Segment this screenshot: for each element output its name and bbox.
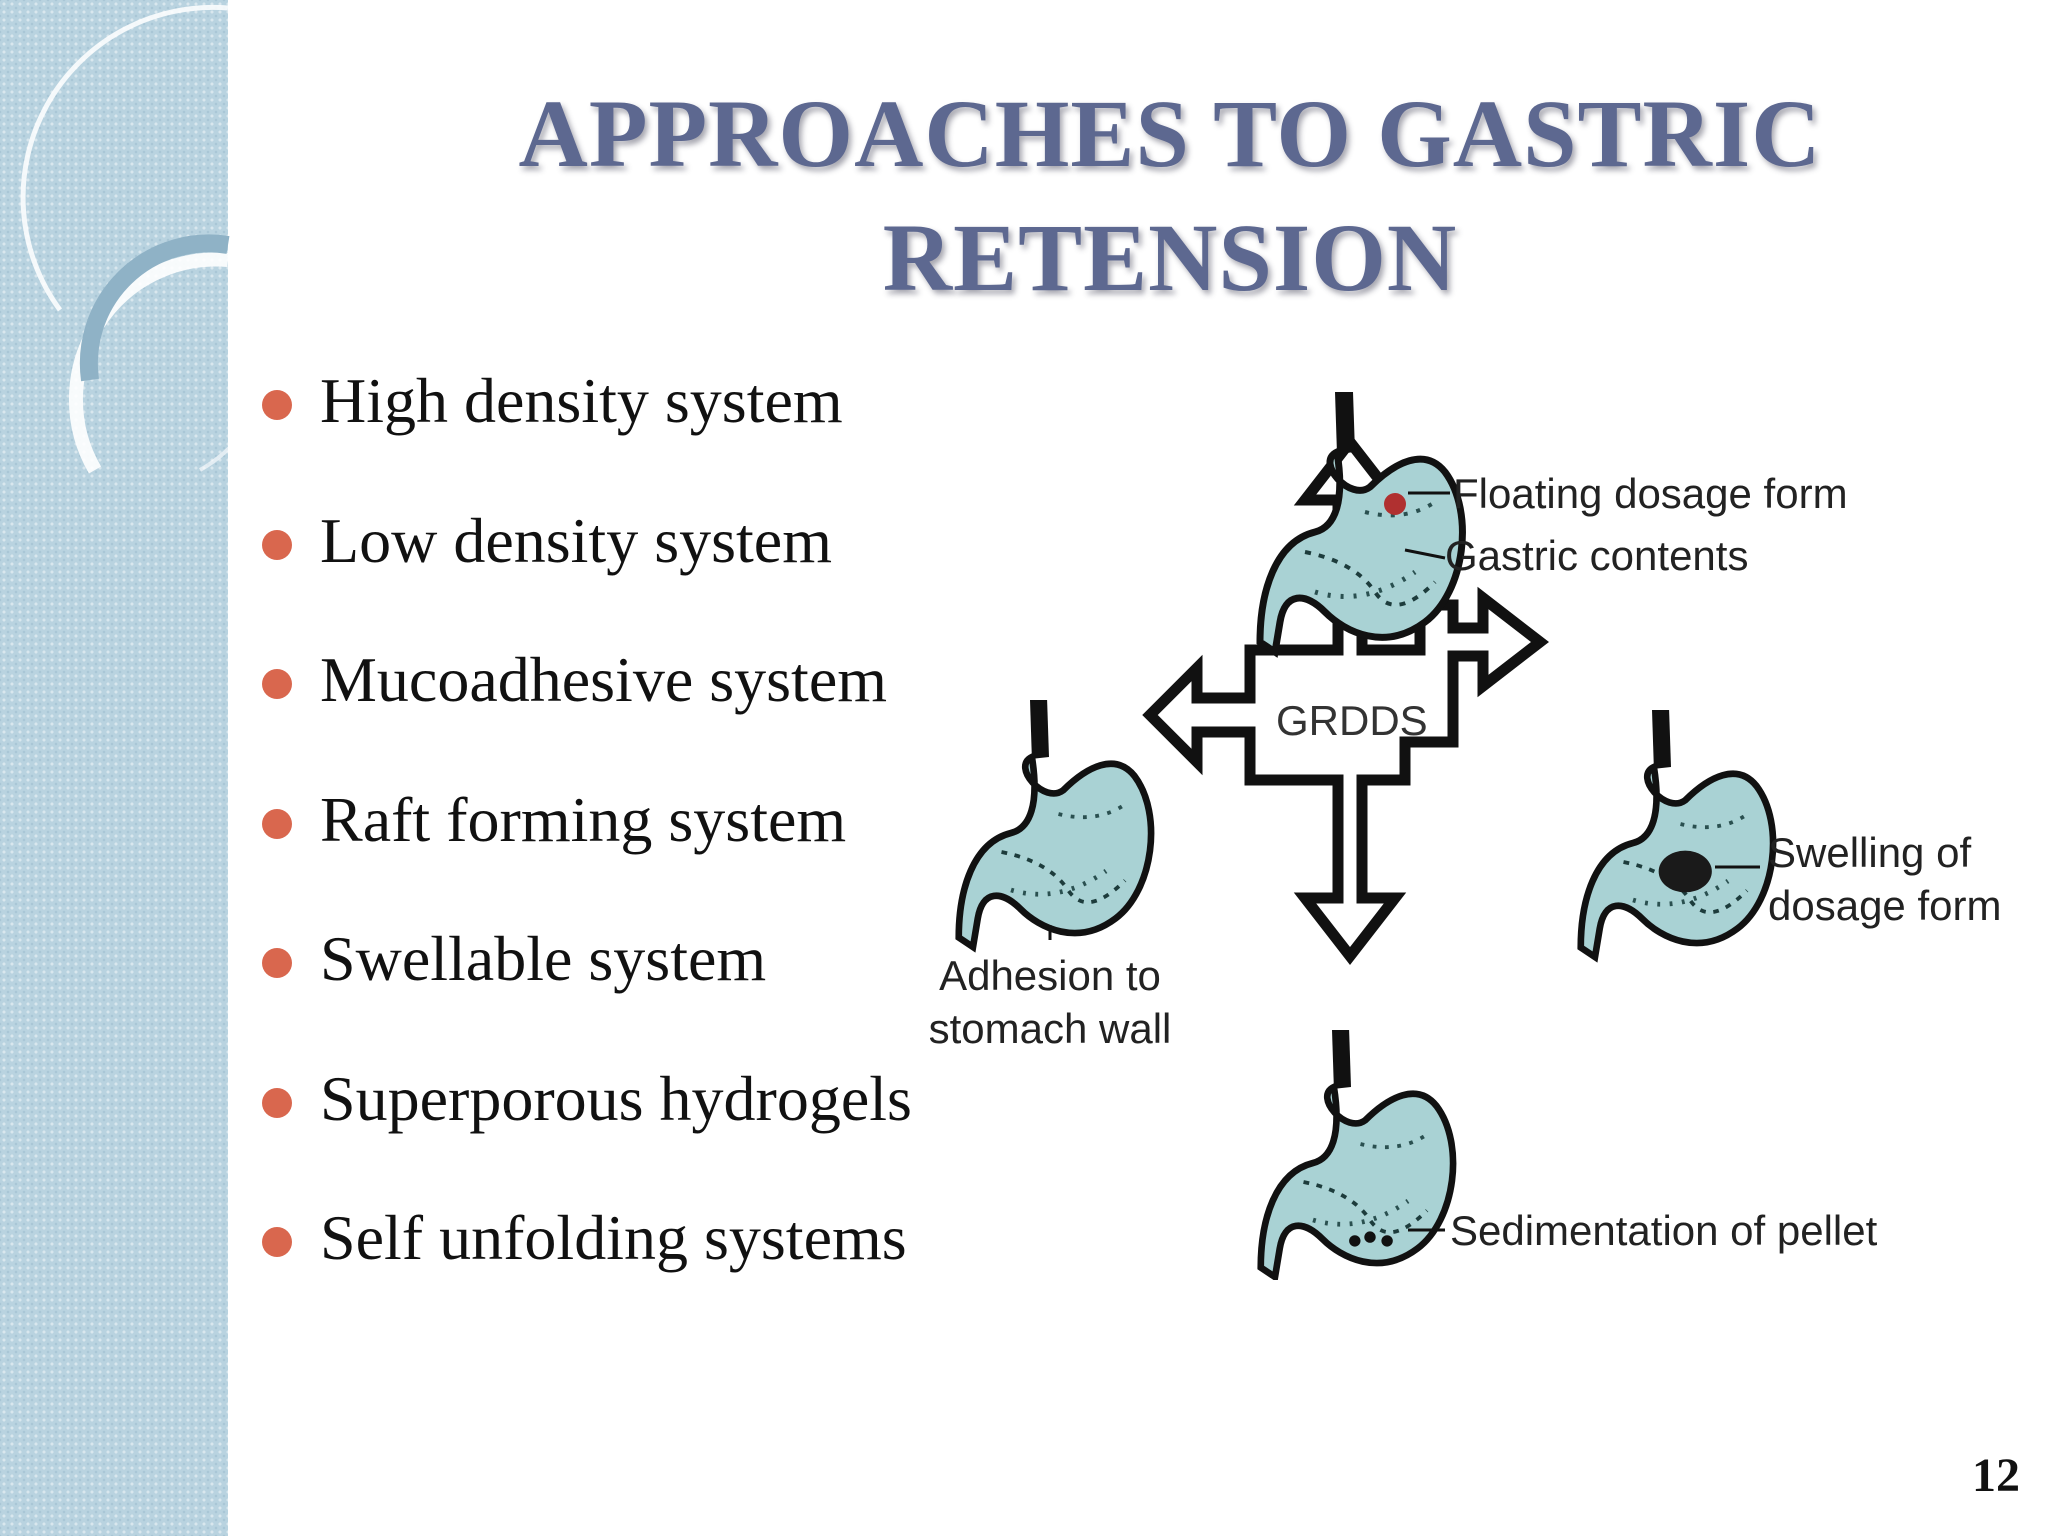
- bullet-item: Low density system: [262, 502, 912, 642]
- bullet-dot-icon: [262, 669, 292, 699]
- decorative-side-band: [0, 0, 260, 1536]
- bullet-item: Superporous hydrogels: [262, 1060, 912, 1200]
- label-adhesion-line-2: stomach wall: [930, 1005, 1171, 1052]
- slide-title-line-2: RETENSION: [882, 204, 1458, 311]
- bullet-text: Superporous hydrogels: [320, 1062, 912, 1134]
- label-swelling-line-2: dosage form: [1768, 882, 2001, 929]
- label-gastric-contents: Gastric contents: [1445, 532, 1748, 579]
- bullet-dot-icon: [262, 808, 292, 839]
- slide-title: APPROACHES TO GASTRIC RETENSION: [330, 72, 2010, 320]
- bullet-text: Swellable system: [320, 923, 767, 994]
- bullet-item: Mucoadhesive system: [262, 641, 912, 781]
- bullet-text: Low density system: [320, 504, 832, 576]
- bullet-dot-icon: [262, 1227, 292, 1257]
- label-sedimentation-of-pellet: Sedimentation of pellet: [1450, 1207, 1878, 1254]
- stomach-swelling-icon: [1581, 710, 1773, 957]
- bullet-list: High density system Low density system M…: [262, 362, 912, 1339]
- stomach-adhesion-icon: [959, 700, 1151, 947]
- bullet-text: Raft forming system: [320, 783, 847, 855]
- stomach-sedimentation-icon: [1261, 1030, 1453, 1277]
- bullet-dot-icon: [262, 948, 292, 978]
- bullet-dot-icon: [262, 390, 292, 420]
- label-swelling-line-1: Swelling of: [1768, 829, 1971, 876]
- page-number: 12: [1972, 1449, 2020, 1502]
- label-floating-dosage-form: Floating dosage form: [1453, 470, 1848, 517]
- bullet-dot-icon: [262, 1087, 292, 1118]
- bullet-item: High density system: [262, 362, 912, 502]
- bullet-text: High density system: [320, 365, 843, 436]
- bullet-item: Self unfolding systems: [262, 1199, 912, 1339]
- bullet-item: Raft forming system: [262, 781, 912, 921]
- bullet-text: Self unfolding systems: [320, 1202, 907, 1273]
- decorative-rings: [20, 4, 260, 474]
- stomach-floating-icon: [1260, 392, 1462, 652]
- grdds-cross-arrows: GRDDS: [1142, 433, 1550, 965]
- grdds-center-label: GRDDS: [1276, 697, 1428, 744]
- bullet-item: Swellable system: [262, 920, 912, 1060]
- bullet-dot-icon: [262, 529, 292, 560]
- slide-title-line-1: APPROACHES TO GASTRIC: [518, 80, 1822, 187]
- bullet-text: Mucoadhesive system: [320, 644, 887, 715]
- grdds-diagram: GRDDS Floating dosage form Gastric conte…: [930, 380, 2001, 1280]
- label-adhesion-line-1: Adhesion to: [939, 952, 1161, 999]
